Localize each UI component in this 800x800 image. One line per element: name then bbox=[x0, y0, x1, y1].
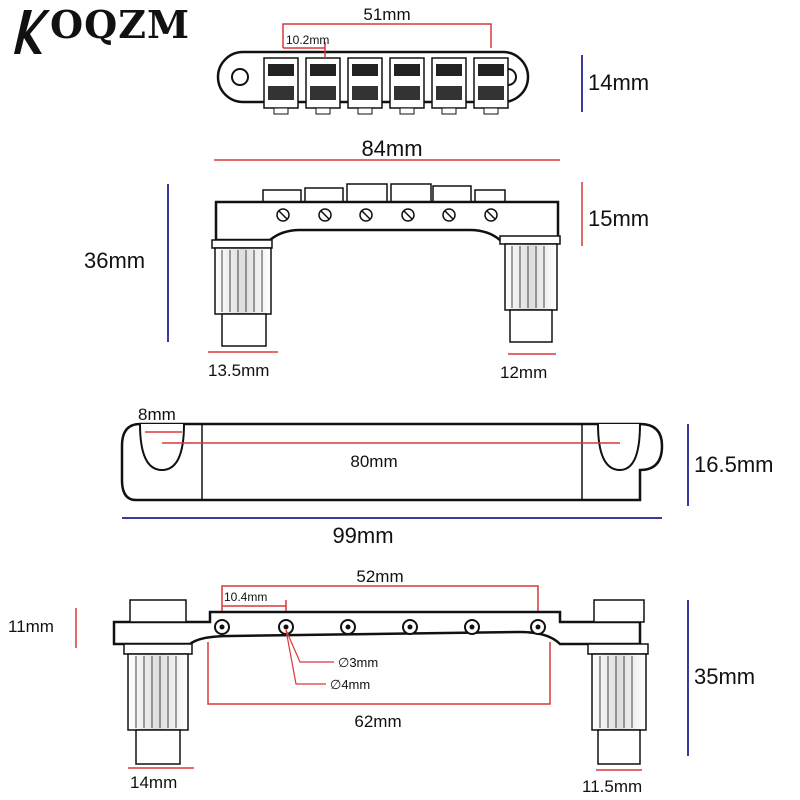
post-right-bottom bbox=[587, 599, 649, 765]
mount-hole-left bbox=[231, 68, 249, 86]
bottom-view: 52mm 10.4mm bbox=[8, 567, 755, 796]
label-10-4mm: 10.4mm bbox=[224, 590, 267, 604]
post-left-bottom bbox=[123, 599, 193, 765]
label-52mm: 52mm bbox=[356, 567, 403, 586]
label-16-5mm: 16.5mm bbox=[694, 452, 773, 477]
tailpiece-view: 8mm 80mm 99mm 16.5mm bbox=[120, 405, 773, 548]
label-36mm: 36mm bbox=[84, 248, 145, 273]
label-10-2mm: 10.2mm bbox=[286, 33, 329, 47]
bridge-body-front bbox=[214, 200, 560, 242]
logo-k-mark bbox=[14, 10, 50, 54]
label-11-5mm: 11.5mm bbox=[582, 777, 642, 796]
label-14mm-top: 14mm bbox=[588, 70, 649, 95]
label-62mm: 62mm bbox=[354, 712, 401, 731]
post-left-front bbox=[211, 239, 273, 347]
label-99mm: 99mm bbox=[332, 523, 393, 548]
label-dia-4mm: ∅4mm bbox=[330, 677, 370, 692]
label-84mm: 84mm bbox=[361, 136, 422, 161]
saddles-top bbox=[263, 57, 509, 115]
bridge-body-bottom bbox=[112, 610, 642, 646]
label-11mm: 11mm bbox=[8, 617, 54, 636]
dim-line-51 bbox=[282, 23, 492, 48]
label-15mm: 15mm bbox=[588, 206, 649, 231]
top-view: 51mm 10.2mm 14mm bbox=[216, 5, 649, 115]
label-51mm: 51mm bbox=[363, 5, 410, 24]
dim-line-62 bbox=[207, 642, 551, 705]
label-14mm-bottom: 14mm bbox=[130, 773, 177, 792]
label-80mm: 80mm bbox=[350, 452, 397, 471]
label-dia-3mm: ∅3mm bbox=[338, 655, 378, 670]
label-13-5mm: 13.5mm bbox=[208, 361, 269, 380]
brand-logo: OQZM bbox=[10, 2, 260, 62]
label-12mm: 12mm bbox=[500, 363, 547, 382]
dim-line-52 bbox=[221, 585, 539, 620]
brand-name: OQZM bbox=[50, 2, 191, 47]
label-8mm: 8mm bbox=[138, 405, 176, 424]
label-35mm: 35mm bbox=[694, 664, 755, 689]
front-view: 84mm bbox=[84, 136, 649, 382]
post-right-front bbox=[499, 235, 561, 343]
